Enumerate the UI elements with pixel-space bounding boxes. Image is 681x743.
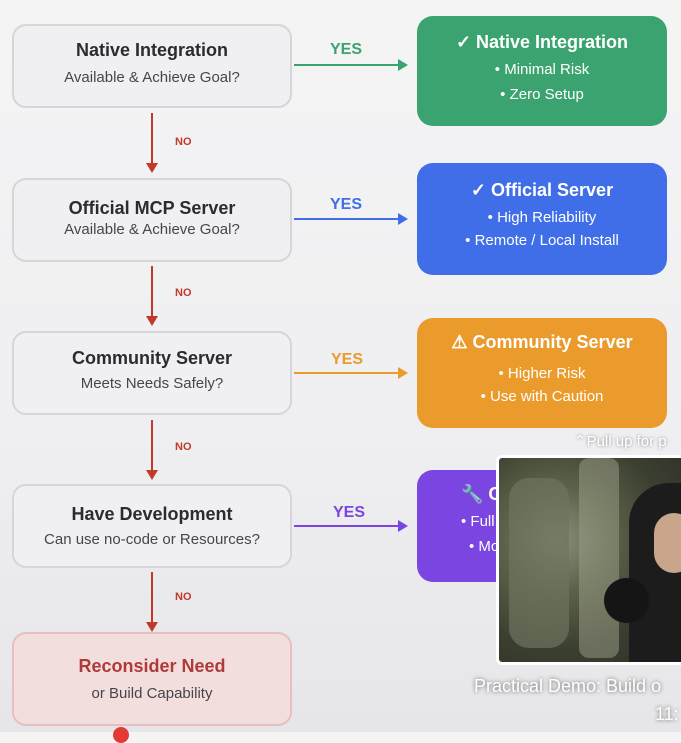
outcome-bullet: • Use with Caution [480, 388, 604, 405]
no-arrow [146, 420, 158, 480]
no-label: NO [175, 441, 192, 453]
presenter [629, 483, 681, 662]
node-title: Native Integration [75, 40, 229, 60]
yes-arrow [294, 520, 408, 532]
node-subtitle: Available & Achieve Goal? [64, 69, 240, 86]
no-arrow [146, 113, 158, 173]
outcome-bullet: • High Reliability [487, 209, 597, 226]
pull-up-hint[interactable]: ⌃Pull up for p [574, 433, 667, 450]
node-title: Reconsider Need [78, 656, 226, 676]
no-arrow [146, 572, 158, 632]
outcome-native-integration: ✓ Native Integration • Minimal Risk • Ze… [417, 16, 667, 126]
outcome-title: ✓ Native Integration [455, 32, 629, 52]
outcome-official-server: ✓ Official Server • High Reliability • R… [417, 163, 667, 275]
decision-have-development: Have Development Can use no-code or Reso… [12, 484, 292, 568]
outcome-title: ✓ Official Server [470, 180, 614, 200]
presenter-face [654, 513, 681, 573]
no-label: NO [175, 136, 192, 148]
node-title: Official MCP Server [68, 198, 236, 218]
node-title: Community Server [71, 348, 233, 368]
outcome-bullet: • Full [461, 513, 495, 530]
outcome-bullet: • Zero Setup [500, 86, 584, 103]
outcome-title: ⚠ Community Server [451, 332, 633, 352]
outcome-title: 🔧 C [461, 484, 502, 504]
yes-label: YES [333, 504, 366, 521]
decision-official-mcp-server: Official MCP Server Available & Achieve … [12, 178, 292, 262]
yes-label: YES [330, 196, 363, 213]
node-subtitle: or Build Capability [91, 685, 213, 702]
outcome-bullet: • Remote / Local Install [465, 232, 619, 249]
node-subtitle: Can use no-code or Resources? [44, 531, 260, 548]
decision-community-server: Community Server Meets Needs Safely? [12, 331, 292, 415]
video-background [509, 478, 569, 648]
no-arrow [146, 266, 158, 326]
decision-native-integration: Native Integration Available & Achieve G… [12, 24, 292, 108]
node-subtitle: Available & Achieve Goal? [64, 221, 240, 238]
video-background [579, 458, 619, 658]
terminal-reconsider-need: Reconsider Need or Build Capability [12, 632, 292, 726]
node-title: Have Development [71, 504, 233, 524]
video-thumbnail[interactable] [496, 455, 681, 665]
no-label: NO [175, 591, 192, 603]
video-title[interactable]: Practical Demo: Build o [474, 676, 662, 696]
microphone [604, 578, 649, 623]
yes-label: YES [330, 41, 363, 58]
outcome-bullet: • Mo [469, 538, 500, 555]
progress-dot [113, 727, 129, 743]
yes-label: YES [331, 351, 364, 368]
outcome-community-server: ⚠ Community Server • Higher Risk • Use w… [417, 318, 667, 428]
no-label: NO [175, 287, 192, 299]
outcome-bullet: • Higher Risk [498, 365, 586, 382]
outcome-bullet: • Minimal Risk [494, 61, 590, 78]
video-time: 11: [655, 704, 679, 724]
yes-arrow [294, 59, 408, 71]
yes-arrow [294, 213, 408, 225]
yes-arrow [294, 367, 408, 379]
node-subtitle: Meets Needs Safely? [80, 375, 224, 392]
